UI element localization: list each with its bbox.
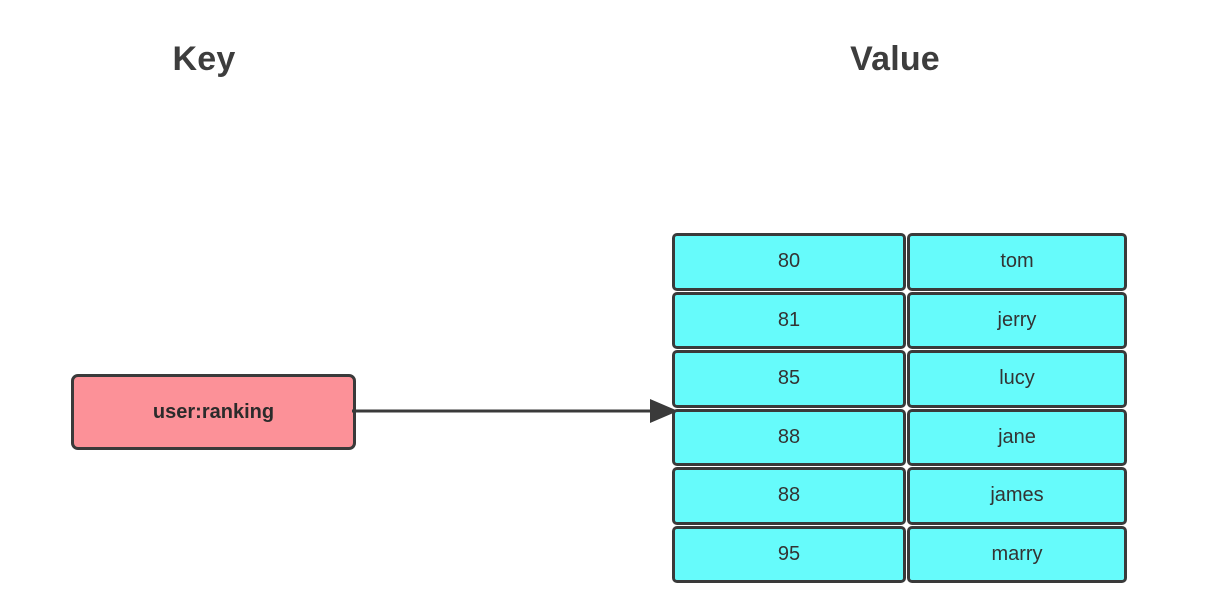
column-heading-value: Value	[850, 40, 940, 78]
cell-score: 88	[672, 408, 906, 466]
table-row: 85 lucy	[672, 349, 1127, 408]
cell-score: 80	[672, 233, 906, 291]
cell-member: marry	[907, 525, 1127, 583]
table-row: 81 jerry	[672, 291, 1127, 349]
value-table: 80 tom 81 jerry 85 lucy 88 jane 88 james…	[672, 232, 1127, 583]
cell-member: jane	[907, 408, 1127, 466]
cell-score: 85	[672, 350, 906, 408]
cell-member: james	[907, 467, 1127, 525]
arrow-right-icon	[352, 399, 678, 423]
key-node-label: user:ranking	[152, 400, 275, 423]
key-node-user-ranking[interactable]: user:ranking	[71, 374, 356, 450]
table-row: 95 marry	[672, 525, 1127, 583]
cell-score: 88	[672, 467, 906, 525]
cell-member: tom	[907, 233, 1127, 291]
cell-member: jerry	[907, 291, 1127, 349]
cell-score: 81	[672, 291, 906, 349]
cell-member: lucy	[907, 350, 1127, 408]
table-row: 80 tom	[672, 232, 1127, 291]
table-row: 88 james	[672, 466, 1127, 525]
cell-score: 95	[672, 525, 906, 583]
column-heading-key: Key	[172, 40, 236, 78]
table-row: 88 jane	[672, 408, 1127, 466]
